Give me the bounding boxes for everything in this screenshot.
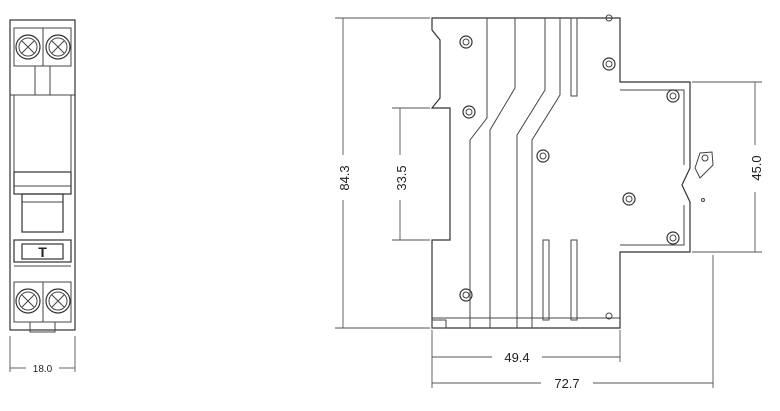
side-body-outline [430, 17, 691, 329]
depth-dimension: 49.4 [431, 330, 621, 388]
test-button: T [13, 239, 72, 263]
rivet-icon [459, 14, 680, 320]
bottom-clip [29, 322, 56, 333]
width-dimension: 18.0 [9, 336, 76, 375]
front-view: T 18.0 [9, 19, 76, 375]
right-height-dimension: 45.0 [692, 81, 764, 253]
height-label: 84.3 [337, 165, 352, 190]
toggle-handle [13, 171, 72, 233]
top-right-screw-icon [45, 34, 71, 60]
front-body-outline [9, 19, 76, 331]
bottom-left-screw-icon [15, 288, 41, 314]
width-label: 18.0 [33, 364, 53, 375]
rail-dimension: 33.5 [392, 107, 430, 241]
total-depth-dimension: 72.7 [432, 255, 714, 391]
right-height-label: 45.0 [749, 155, 764, 180]
side-view: 84.3 33.5 45.0 49.4 [335, 14, 764, 391]
bottom-right-screw-icon [45, 288, 71, 314]
total-depth-label: 72.7 [554, 376, 579, 391]
bottom-latch [431, 319, 447, 329]
top-left-screw-icon [15, 34, 41, 60]
height-dimension: 84.3 [335, 17, 430, 329]
depth-label: 49.4 [504, 350, 529, 365]
clip-lever [694, 151, 714, 179]
rail-label: 33.5 [394, 165, 409, 190]
test-button-label: T [38, 244, 47, 260]
